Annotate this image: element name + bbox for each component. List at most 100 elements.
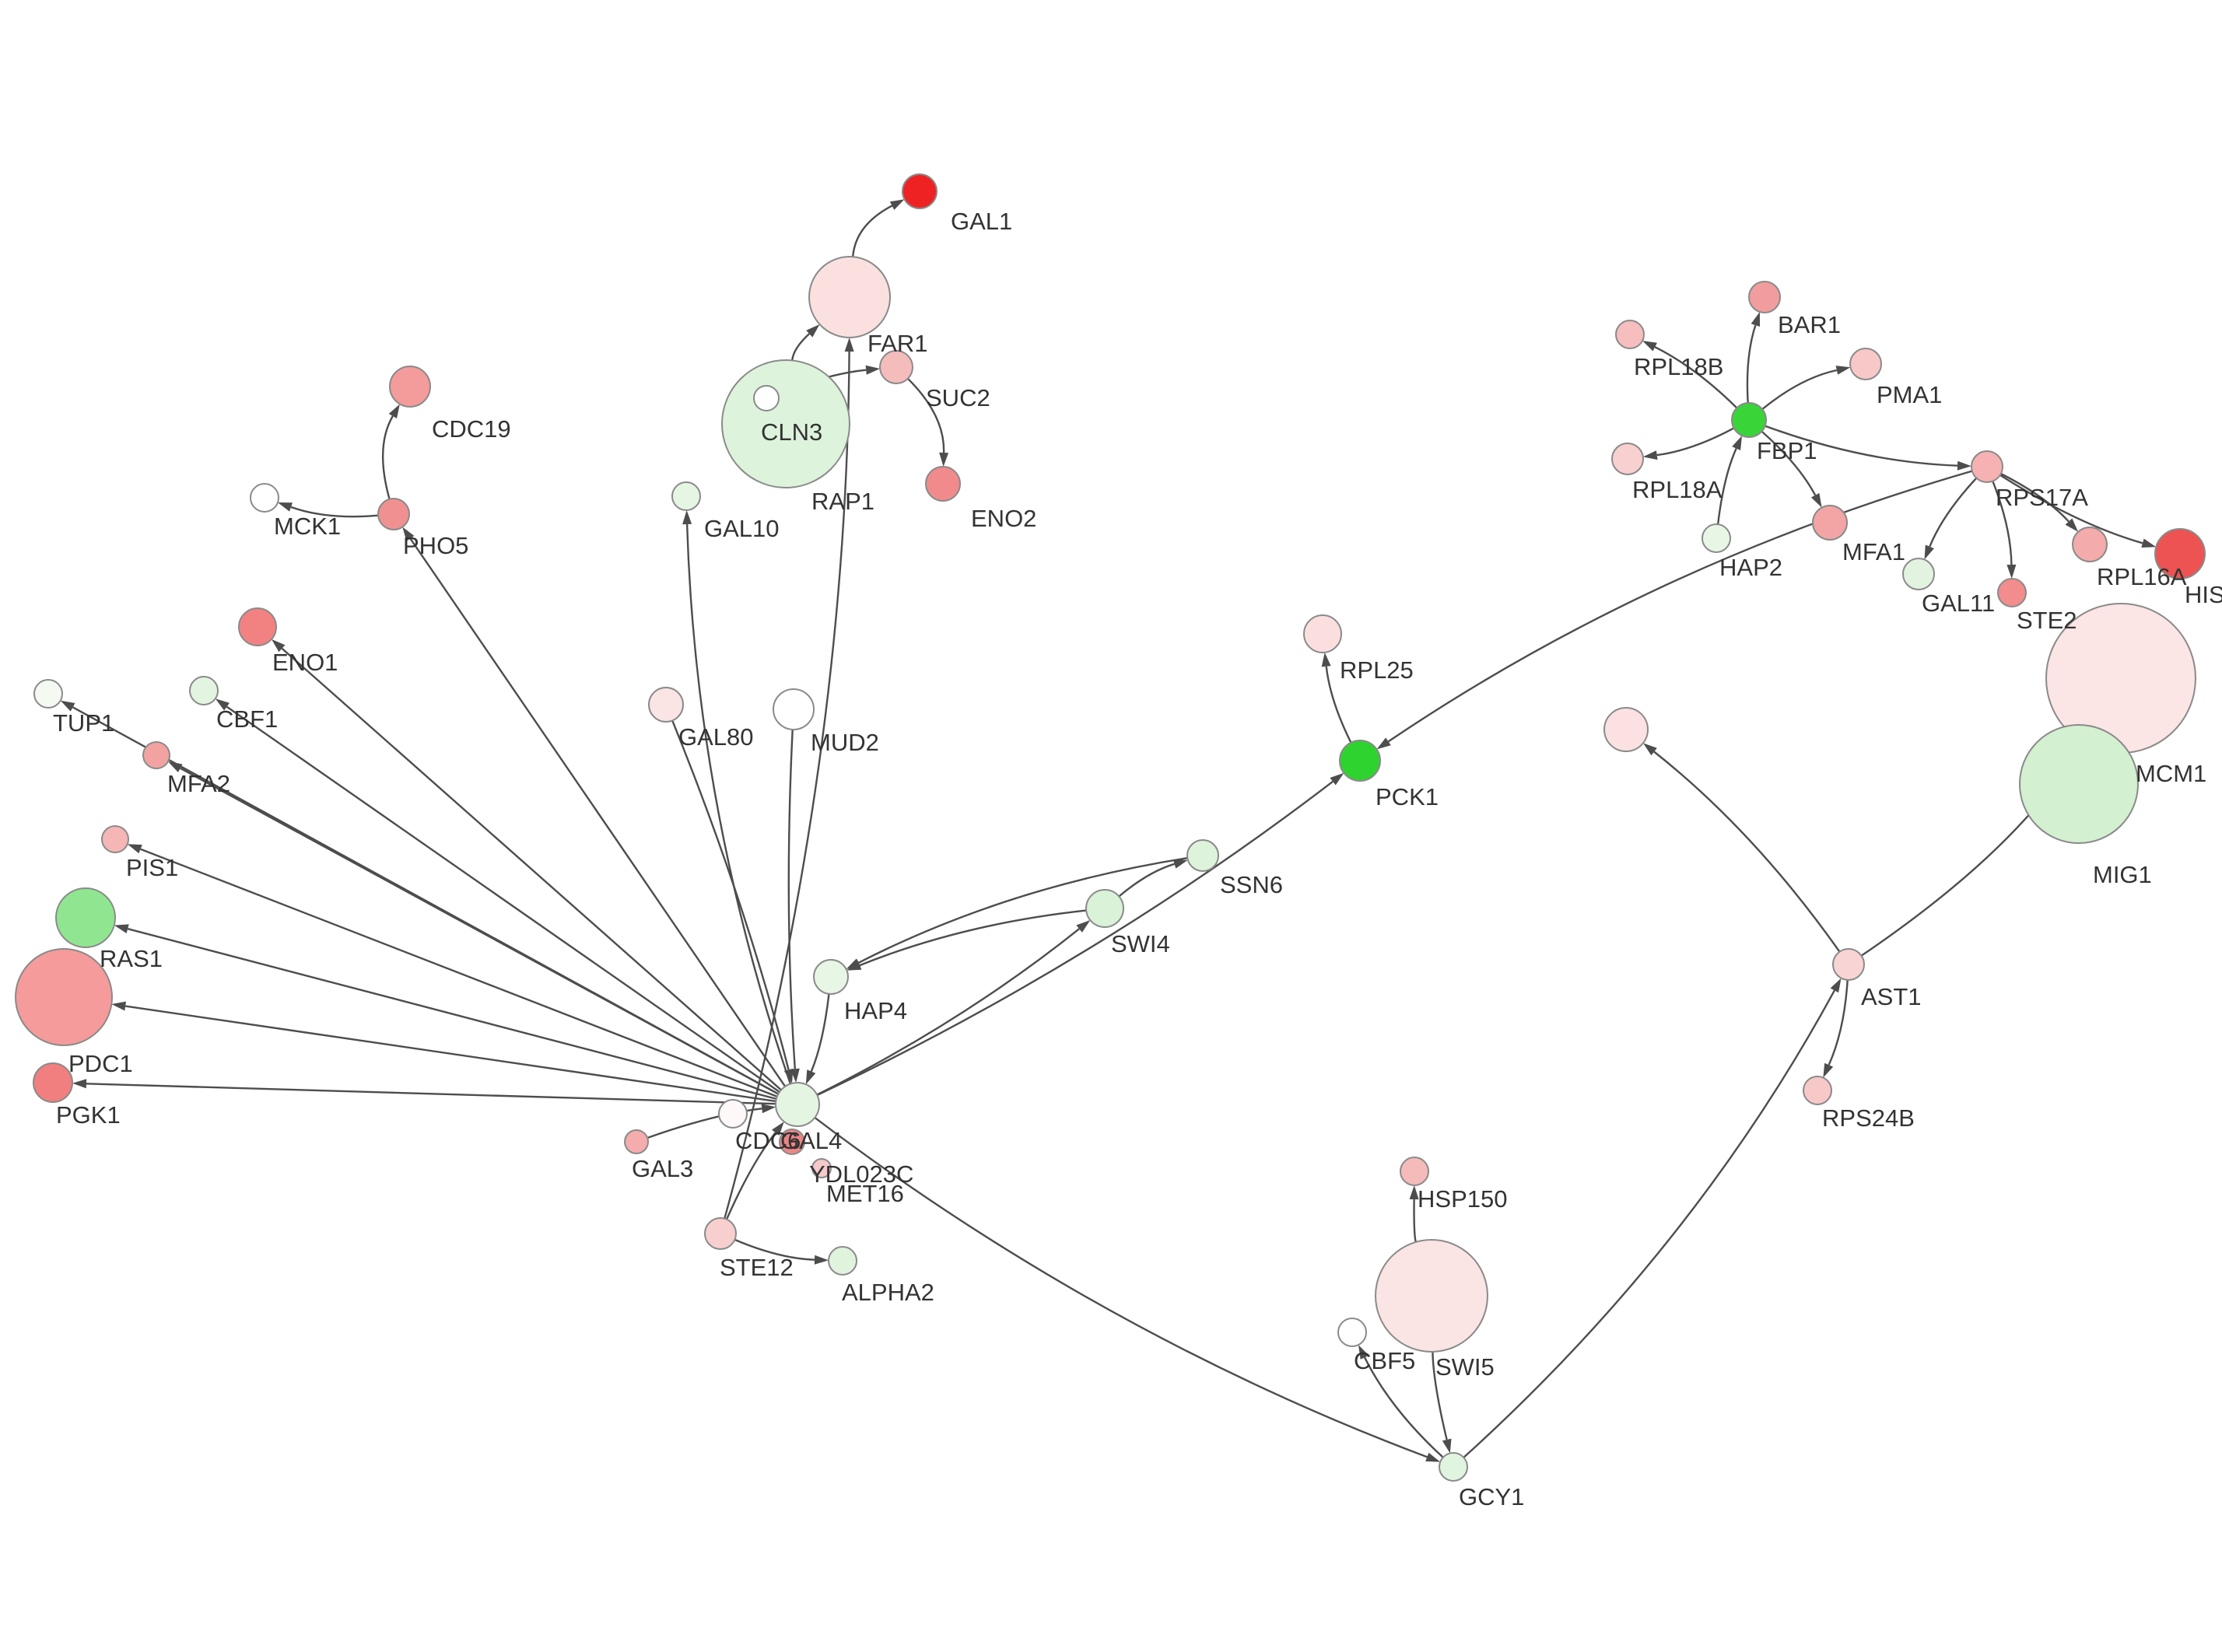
edge-RPS17A-PCK1[interactable] bbox=[1376, 470, 1973, 750]
edge-line[interactable] bbox=[1413, 1199, 1417, 1243]
node-gal80[interactable] bbox=[648, 687, 684, 723]
node-ste12[interactable] bbox=[704, 1217, 737, 1250]
edge-line[interactable] bbox=[734, 1238, 815, 1261]
edge-line[interactable] bbox=[281, 647, 782, 1091]
edge-line[interactable] bbox=[409, 537, 787, 1087]
node-tup1[interactable] bbox=[33, 679, 63, 709]
edge-line[interactable] bbox=[1325, 666, 1352, 744]
edge-line[interactable] bbox=[127, 928, 777, 1101]
edge-SWI5-GCY1[interactable] bbox=[1432, 1351, 1452, 1454]
node-rpl18a[interactable] bbox=[1611, 443, 1644, 475]
edge-GCY1-AST1[interactable] bbox=[1463, 978, 1842, 1458]
node-mud2[interactable] bbox=[773, 688, 815, 730]
node-mfa2[interactable] bbox=[142, 741, 170, 769]
node-pck1[interactable] bbox=[1339, 740, 1381, 782]
node-rps17a[interactable] bbox=[1971, 450, 2003, 483]
edge-PHO5-CDC19[interactable] bbox=[381, 404, 400, 500]
edge-line[interactable] bbox=[787, 729, 796, 1069]
node-gal4[interactable] bbox=[775, 1082, 820, 1127]
node-far1[interactable] bbox=[808, 256, 891, 338]
edge-RPS17A-GAL11[interactable] bbox=[1924, 477, 1978, 560]
edge-FBP1-RPL18A[interactable] bbox=[1642, 427, 1735, 460]
node-cdc6[interactable] bbox=[718, 1099, 748, 1129]
edge-AST1-NODE1[interactable] bbox=[1643, 743, 1841, 953]
node-cbf5[interactable] bbox=[1337, 1318, 1367, 1347]
edge-line[interactable] bbox=[1929, 477, 1978, 548]
edge-line[interactable] bbox=[1716, 448, 1737, 525]
edge-line[interactable] bbox=[1387, 470, 1973, 743]
edge-line[interactable] bbox=[1654, 346, 1738, 409]
node-ssn6[interactable] bbox=[1186, 839, 1219, 872]
edge-CLN3-FAR1[interactable] bbox=[791, 324, 820, 361]
edge-line[interactable] bbox=[125, 1005, 776, 1103]
edge-STE12-ALPHA2[interactable] bbox=[734, 1238, 829, 1265]
edge-PCK1-RPL25[interactable] bbox=[1321, 652, 1352, 744]
edge-line[interactable] bbox=[1761, 369, 1838, 411]
node-his4[interactable] bbox=[2154, 528, 2206, 579]
edge-FBP1-MFA1[interactable] bbox=[1761, 430, 1822, 508]
node-suc2[interactable] bbox=[879, 350, 913, 384]
edge-GAL4-PHO5[interactable] bbox=[402, 527, 787, 1087]
edge-HAP4-GAL4[interactable] bbox=[805, 993, 830, 1085]
edge-line[interactable] bbox=[1761, 430, 1817, 496]
node-hap4[interactable] bbox=[813, 959, 849, 995]
edge-HAP2-FBP1[interactable] bbox=[1716, 436, 1742, 525]
edge-line[interactable] bbox=[647, 1108, 762, 1139]
node-rpl25[interactable] bbox=[1303, 614, 1342, 653]
edge-line[interactable] bbox=[290, 506, 379, 518]
edge-FBP1-BAR1[interactable] bbox=[1746, 312, 1760, 404]
edge-GAL4-GAL10[interactable] bbox=[682, 510, 792, 1084]
edge-SUC2-ENO2[interactable] bbox=[907, 377, 949, 467]
edge-line[interactable] bbox=[1828, 979, 1849, 1066]
node-rpl18b[interactable] bbox=[1615, 320, 1645, 349]
edge-line[interactable] bbox=[226, 705, 780, 1093]
edge-line[interactable] bbox=[180, 767, 779, 1095]
edge-RPS17A-RPL16A[interactable] bbox=[2000, 472, 2079, 532]
edge-MUD2-GAL4[interactable] bbox=[787, 729, 800, 1083]
edge-line[interactable] bbox=[725, 1132, 776, 1220]
edge-FBP1-RPL18B[interactable] bbox=[1642, 341, 1738, 409]
edge-line[interactable] bbox=[810, 993, 830, 1073]
node-ast1[interactable] bbox=[1832, 948, 1865, 981]
edge-FBP1-PMA1[interactable] bbox=[1761, 366, 1851, 411]
edge-line[interactable] bbox=[816, 928, 1080, 1096]
edge-line[interactable] bbox=[816, 780, 1334, 1097]
edge-SSN6-HAP4[interactable] bbox=[846, 856, 1188, 969]
edge-GAL4-RAS1[interactable] bbox=[114, 924, 777, 1101]
edge-line[interactable] bbox=[86, 1083, 776, 1105]
node-eno2[interactable] bbox=[925, 466, 961, 502]
edge-GAL4-PIS1[interactable] bbox=[127, 844, 778, 1098]
node-rap1[interactable] bbox=[753, 385, 780, 411]
node-mig1[interactable] bbox=[2019, 724, 2139, 844]
edge-line[interactable] bbox=[858, 856, 1188, 964]
node-pho5[interactable] bbox=[377, 498, 410, 530]
node-swi4[interactable] bbox=[1085, 889, 1124, 928]
node-hsp150[interactable] bbox=[1400, 1157, 1429, 1186]
node-pis1[interactable] bbox=[101, 825, 129, 853]
edge-GAL3-GAL4[interactable] bbox=[647, 1104, 776, 1139]
edge-line[interactable] bbox=[381, 415, 394, 500]
edge-line[interactable] bbox=[1463, 989, 1835, 1458]
node-alpha2[interactable] bbox=[828, 1246, 857, 1276]
edge-SWI4-HAP4[interactable] bbox=[846, 909, 1087, 971]
edge-line[interactable] bbox=[859, 909, 1087, 967]
edge-line[interactable] bbox=[814, 1116, 1428, 1458]
node-hap2[interactable] bbox=[1702, 523, 1731, 553]
edge-line[interactable] bbox=[2000, 472, 2070, 523]
node-fbp1[interactable] bbox=[1731, 402, 1767, 438]
edge-FBP1-RPS17A[interactable] bbox=[1765, 425, 1971, 471]
edge-RPS17A-HIS4[interactable] bbox=[1999, 474, 2157, 548]
node-pgk1[interactable] bbox=[33, 1062, 73, 1103]
node-gal10[interactable] bbox=[671, 481, 701, 511]
node-rps24b[interactable] bbox=[1803, 1076, 1832, 1105]
edge-line[interactable] bbox=[1992, 481, 2013, 565]
edge-GAL4-PDC1[interactable] bbox=[111, 1001, 776, 1103]
node-ras1[interactable] bbox=[55, 887, 116, 948]
edge-PHO5-MCK1[interactable] bbox=[278, 502, 379, 518]
node-cln3[interactable] bbox=[721, 359, 850, 488]
node-mck1[interactable] bbox=[250, 483, 279, 513]
node-pdc1[interactable] bbox=[15, 948, 113, 1046]
edge-line[interactable] bbox=[685, 523, 792, 1084]
edge-GAL4-MFA2[interactable] bbox=[167, 761, 779, 1095]
node-ste2[interactable] bbox=[1997, 578, 2027, 607]
